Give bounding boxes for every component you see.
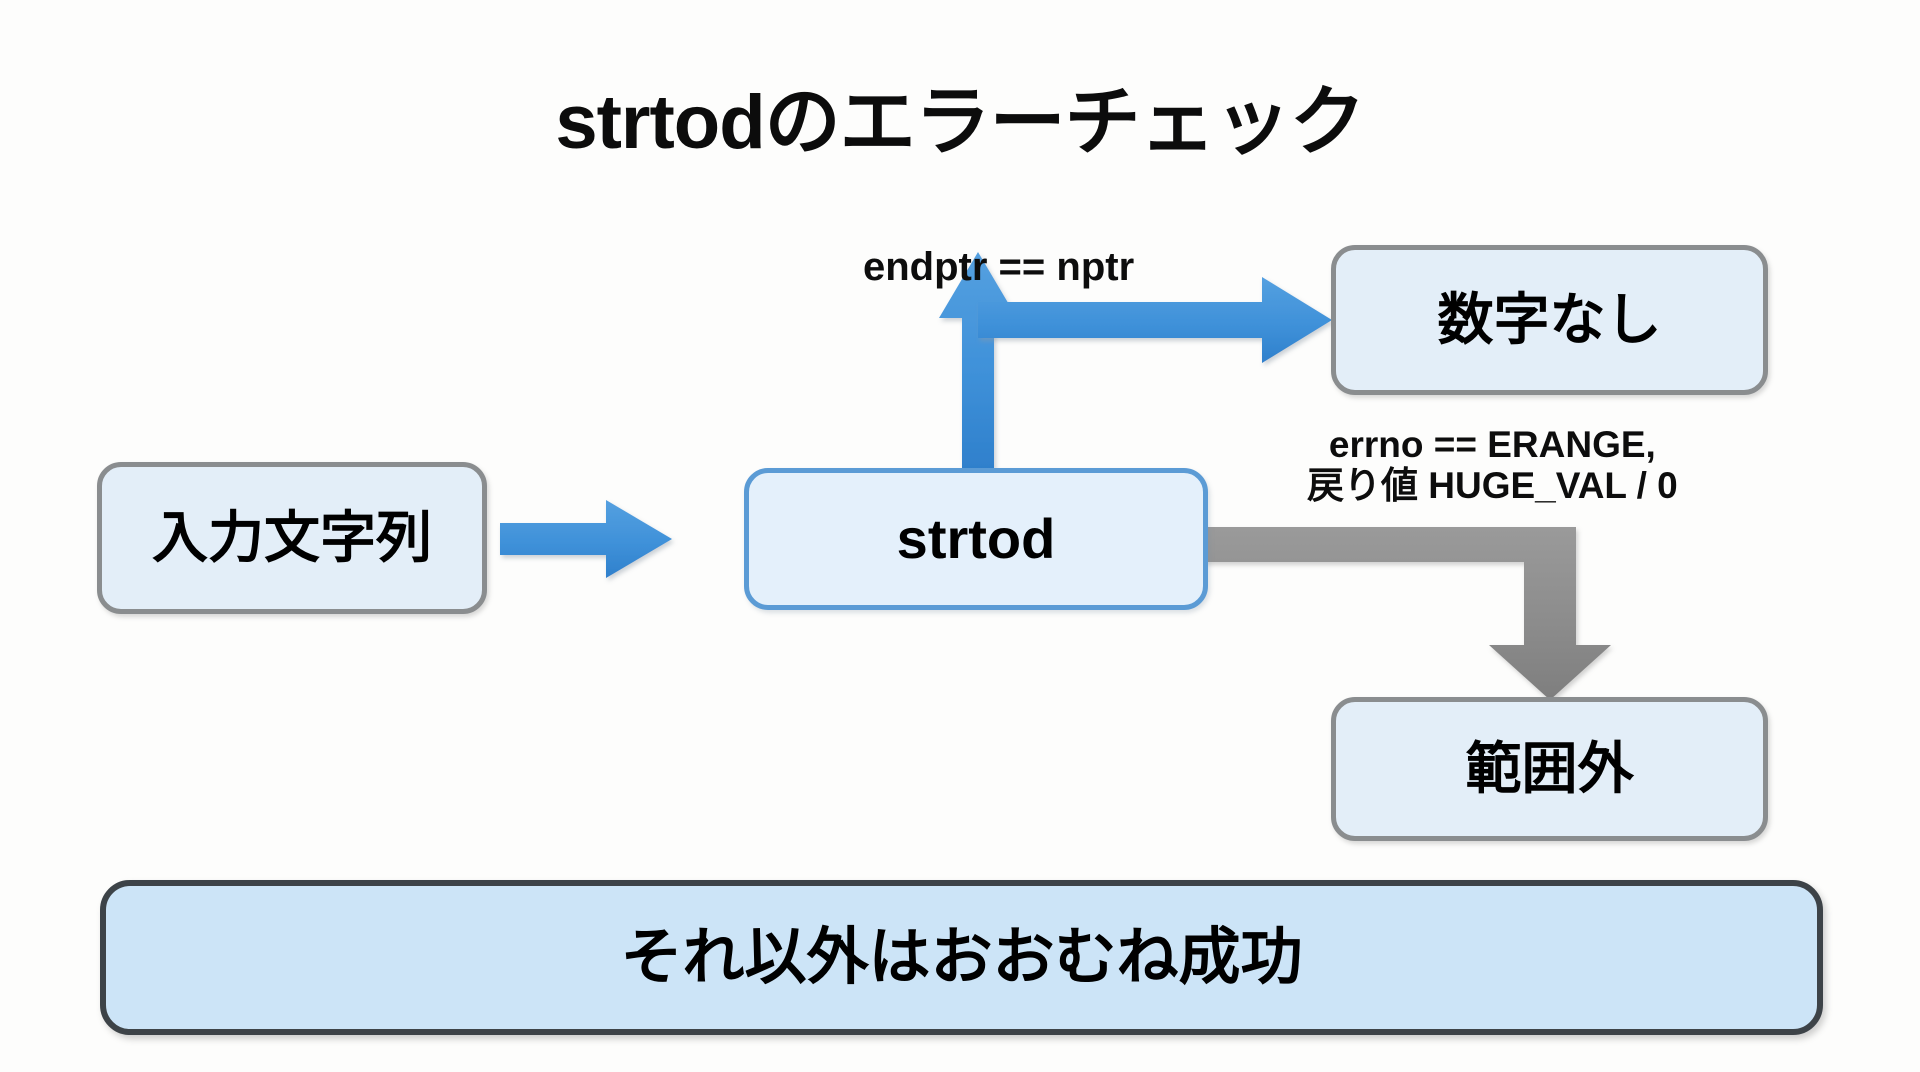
arrow-label-errno-line1: errno == ERANGE, bbox=[1328, 424, 1656, 465]
arrow-label-errno: errno == ERANGE, 戻り値 HUGE_VAL / 0 bbox=[1307, 424, 1678, 507]
node-out-of-range[interactable]: 範囲外 bbox=[1331, 697, 1768, 841]
node-input-string[interactable]: 入力文字列 bbox=[97, 462, 487, 614]
diagram-title: strtodのエラーチェック bbox=[555, 80, 1365, 165]
arrow-label-endptr: endptr == nptr bbox=[863, 245, 1135, 289]
arrow-to-no-digit bbox=[978, 277, 1332, 363]
node-strtod[interactable]: strtod bbox=[744, 468, 1208, 610]
node-otherwise-success[interactable]: それ以外はおおむね成功 bbox=[100, 880, 1823, 1035]
arrow-input-to-strtod bbox=[500, 500, 672, 578]
node-no-digit[interactable]: 数字なし bbox=[1331, 245, 1768, 395]
arrow-label-errno-line2: 戻り値 HUGE_VAL / 0 bbox=[1307, 465, 1678, 507]
arrow-strtod-to-out-of-range bbox=[1204, 527, 1611, 700]
